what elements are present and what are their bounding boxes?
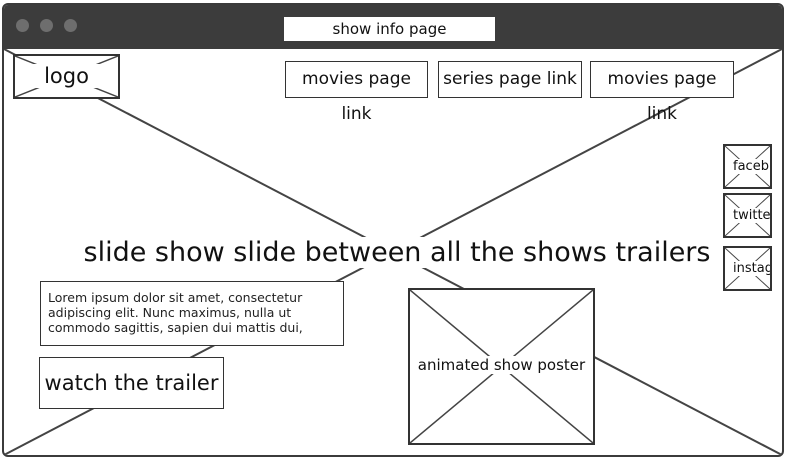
series-page-link[interactable]: series page link	[438, 61, 582, 98]
title-bar: show info page	[4, 5, 782, 49]
twitter-icon[interactable]: twitte	[723, 193, 772, 238]
watch-trailer-button[interactable]: watch the trailer	[39, 357, 224, 409]
instagram-label: instag	[733, 261, 772, 276]
movies-page-link[interactable]: movies page link	[285, 61, 428, 124]
browser-window: show info page logo movies page link ser…	[2, 3, 784, 457]
poster-label-text: animated show poster	[417, 356, 586, 374]
poster-label: animated show poster	[410, 356, 593, 374]
animated-show-poster: animated show poster	[408, 288, 595, 445]
close-window-icon[interactable]	[16, 19, 29, 32]
movies-page-link-2[interactable]: movies page link	[590, 61, 734, 124]
show-description: Lorem ipsum dolor sit amet, consectetur …	[40, 281, 344, 346]
maximize-window-icon[interactable]	[64, 19, 77, 32]
facebook-icon[interactable]: faceb	[723, 144, 772, 189]
logo-label: logo	[15, 64, 118, 88]
page-title: show info page	[284, 17, 495, 41]
facebook-label: faceb	[733, 159, 769, 174]
logo[interactable]: logo	[13, 54, 120, 99]
twitter-label: twitte	[733, 208, 771, 223]
slideshow-headline: slide show slide between all the shows t…	[4, 237, 782, 268]
instagram-icon[interactable]: instag	[723, 246, 772, 291]
slideshow-headline-text: slide show slide between all the shows t…	[81, 237, 713, 268]
minimize-window-icon[interactable]	[40, 19, 53, 32]
